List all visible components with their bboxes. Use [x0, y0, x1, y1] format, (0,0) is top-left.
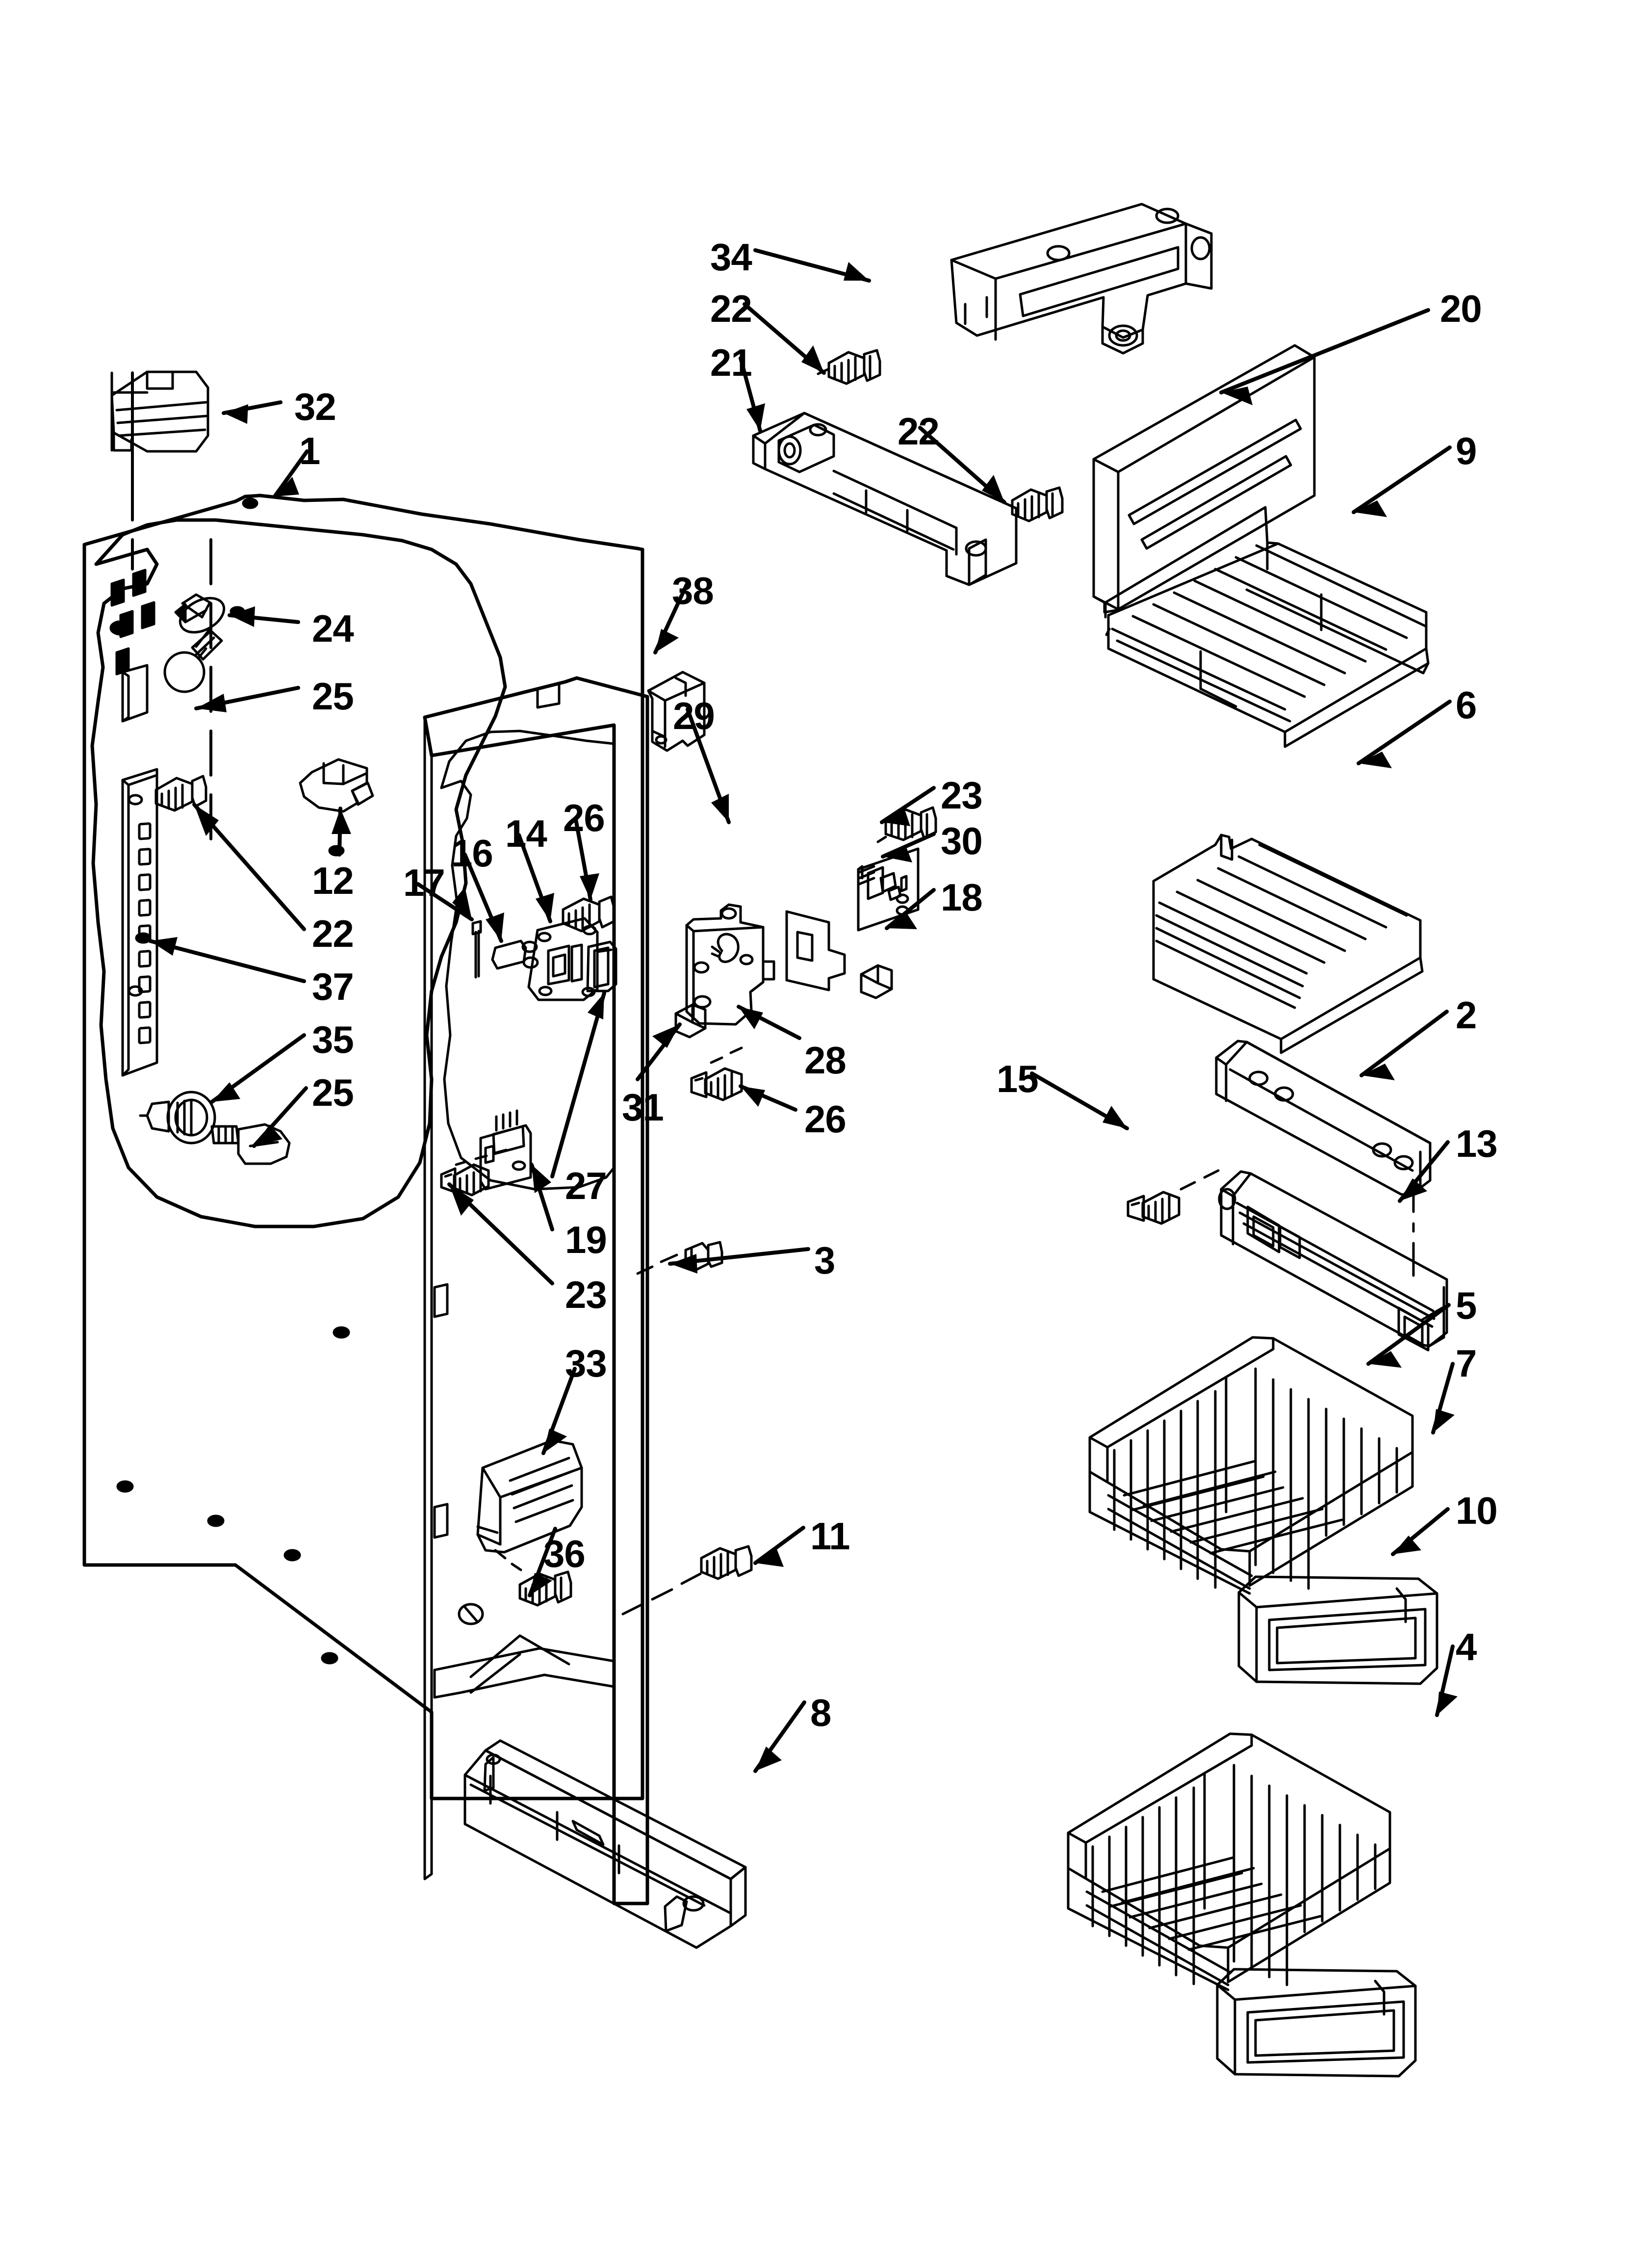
liner-side-wall	[423, 676, 649, 1905]
callout-10-freezer-basket-lower[interactable]: 10	[1456, 1489, 1498, 1532]
callout-5-freezer-basket-upper[interactable]: 5	[1456, 1284, 1477, 1327]
catch-bracket	[586, 940, 617, 992]
callout-14-door-closer-cam[interactable]: 14	[505, 812, 547, 855]
screw-26-top	[562, 895, 616, 933]
screw-26-bottom	[690, 1067, 743, 1101]
callout-35-light-socket[interactable]: 35	[312, 1018, 354, 1061]
screw-36	[518, 1570, 572, 1607]
liner-trim-panel	[1092, 344, 1316, 614]
screw-23-lower	[440, 1163, 490, 1197]
bottom-drawer-rail	[463, 1739, 747, 1949]
callout-23-screw-23-lower[interactable]: 23	[565, 1273, 607, 1316]
callout-33-air-duct-cover[interactable]: 33	[565, 1342, 607, 1385]
plug-button	[674, 1003, 707, 1039]
wire-shelf-lower	[1152, 834, 1424, 1054]
callout-25-light-bulb-upper[interactable]: 25	[312, 675, 354, 718]
screw-15	[1127, 1191, 1180, 1225]
callout-27-catch-bracket[interactable]: 27	[565, 1164, 607, 1207]
control-bracket	[785, 910, 846, 991]
freezer-liner	[82, 371, 644, 1800]
screw-11	[700, 1545, 753, 1580]
callout-1-freezer-liner[interactable]: 1	[299, 429, 320, 472]
door-closer-cam	[527, 917, 613, 1001]
callout-24-light-socket-upper[interactable]: 24	[312, 607, 354, 650]
callout-7-basket-front-upper[interactable]: 7	[1456, 1342, 1477, 1385]
callout-6-wire-shelf-lower[interactable]: 6	[1456, 683, 1477, 727]
air-duct-cover	[476, 1439, 583, 1571]
callout-2-slide-rail-cover[interactable]: 2	[1456, 993, 1477, 1037]
screw-22-left	[154, 775, 207, 812]
spring-latch	[491, 939, 539, 970]
callout-19-thermistor-board[interactable]: 19	[565, 1218, 607, 1261]
callout-30-control-board[interactable]: 30	[941, 819, 983, 862]
freezer-basket-upper	[1088, 1336, 1414, 1595]
freezer-basket-lower	[1067, 1732, 1391, 1991]
light-bulb	[210, 1123, 291, 1165]
callout-36-screw-36[interactable]: 36	[543, 1532, 586, 1575]
callout-26-screw-26-top[interactable]: 26	[563, 796, 605, 839]
callout-12-shelf-support-clip[interactable]: 12	[312, 859, 354, 902]
callout-11-screw-11[interactable]: 11	[810, 1514, 850, 1558]
light-shield-cap	[110, 370, 209, 453]
callout-17-hinge-pin[interactable]: 17	[403, 861, 445, 904]
callout-34-ice-maker-bracket[interactable]: 34	[710, 235, 752, 279]
callout-16-spring-latch[interactable]: 16	[451, 832, 493, 875]
callout-31-plug-button[interactable]: 31	[622, 1086, 664, 1129]
slide-rail-cover	[1215, 1040, 1432, 1198]
bushing-plug	[860, 964, 893, 999]
callout-8-bottom-drawer-rail[interactable]: 8	[810, 1691, 831, 1734]
ice-maker-bracket	[950, 203, 1213, 355]
screw-23-board	[884, 806, 937, 841]
callout-22-screw-22-left[interactable]: 22	[312, 912, 354, 955]
control-housing	[685, 903, 775, 1026]
callout-26-screw-26-bottom[interactable]: 26	[804, 1097, 847, 1141]
ice-maker-fill-trough	[752, 412, 1018, 586]
callout-3-screw-3[interactable]: 3	[814, 1239, 835, 1282]
screw-22-top	[827, 349, 881, 385]
thermal-fuse-housing	[647, 671, 706, 752]
callout-21-ice-maker-fill-trough[interactable]: 21	[710, 341, 752, 384]
callout-22-screw-22-right[interactable]: 22	[898, 410, 940, 453]
callout-9-wire-shelf-upper[interactable]: 9	[1456, 429, 1477, 472]
callout-29-control-bracket[interactable]: 29	[673, 694, 715, 737]
callout-25-light-bulb[interactable]: 25	[312, 1071, 354, 1114]
shelf-ladder-rail	[121, 768, 158, 1077]
leader-lines	[148, 248, 1458, 1773]
drawer-slide-rail	[1218, 1170, 1448, 1352]
callout-28-control-housing[interactable]: 28	[804, 1039, 847, 1082]
callout-23-screw-23-board[interactable]: 23	[941, 774, 983, 817]
screw-22-right	[1011, 486, 1064, 522]
callout-37-shelf-ladder-rail[interactable]: 37	[312, 965, 354, 1008]
callout-15-screw-15[interactable]: 15	[997, 1057, 1039, 1100]
basket-front-upper	[1237, 1575, 1438, 1685]
callout-22-screw-22-top[interactable]: 22	[710, 287, 752, 330]
callout-4-basket-front-lower[interactable]: 4	[1456, 1625, 1477, 1668]
callout-18-bushing-plug[interactable]: 18	[941, 876, 983, 919]
light-bulb-upper	[163, 629, 223, 693]
callout-38-thermal-fuse-housing[interactable]: 38	[672, 569, 714, 612]
basket-front-lower	[1216, 1968, 1417, 2078]
wire-shelf-upper	[1104, 506, 1430, 748]
callout-13-drawer-slide-rail[interactable]: 13	[1456, 1122, 1498, 1165]
light-socket	[139, 1091, 216, 1145]
hinge-pin	[471, 920, 482, 979]
callout-20-liner-trim-panel[interactable]: 20	[1440, 287, 1482, 330]
shelf-support-clip	[299, 758, 374, 813]
callout-32-light-shield-cap[interactable]: 32	[294, 385, 336, 428]
